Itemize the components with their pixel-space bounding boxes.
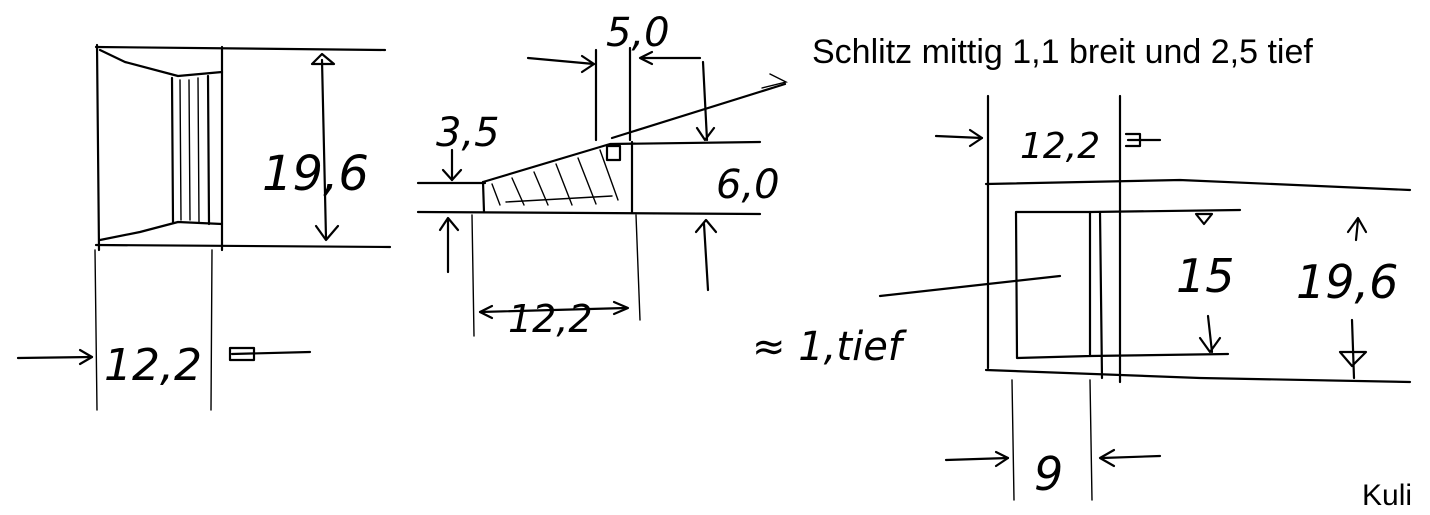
side-top-dim: 5,0 <box>606 10 670 56</box>
side-right-dim: 6,0 <box>716 162 780 208</box>
top-inner-height-dim: 15 <box>1176 249 1235 303</box>
side-wedge-dim: 3,5 <box>436 110 500 156</box>
front-width-dim: 12,2 <box>104 340 202 391</box>
signature-label: Kuli <box>1362 479 1412 512</box>
top-width-dim: 12,2 <box>1020 126 1100 167</box>
top-gap-dim: 9 <box>1034 447 1063 501</box>
top-view: 12,2 15 19,6 ≈ 1,tief 9 <box>752 94 1412 501</box>
side-view: 5,0 3,5 6,0 12,2 <box>416 10 789 341</box>
front-height-dim: 19,6 <box>262 146 369 202</box>
top-outer-height-dim: 19,6 <box>1296 255 1398 309</box>
slot-note: Schlitz mittig 1,1 breit und 2,5 tief <box>812 33 1313 71</box>
pocket-depth-label: ≈ 1,tief <box>752 324 908 370</box>
front-view: 19,6 12,2 <box>16 43 392 411</box>
side-width-dim: 12,2 <box>508 297 593 341</box>
